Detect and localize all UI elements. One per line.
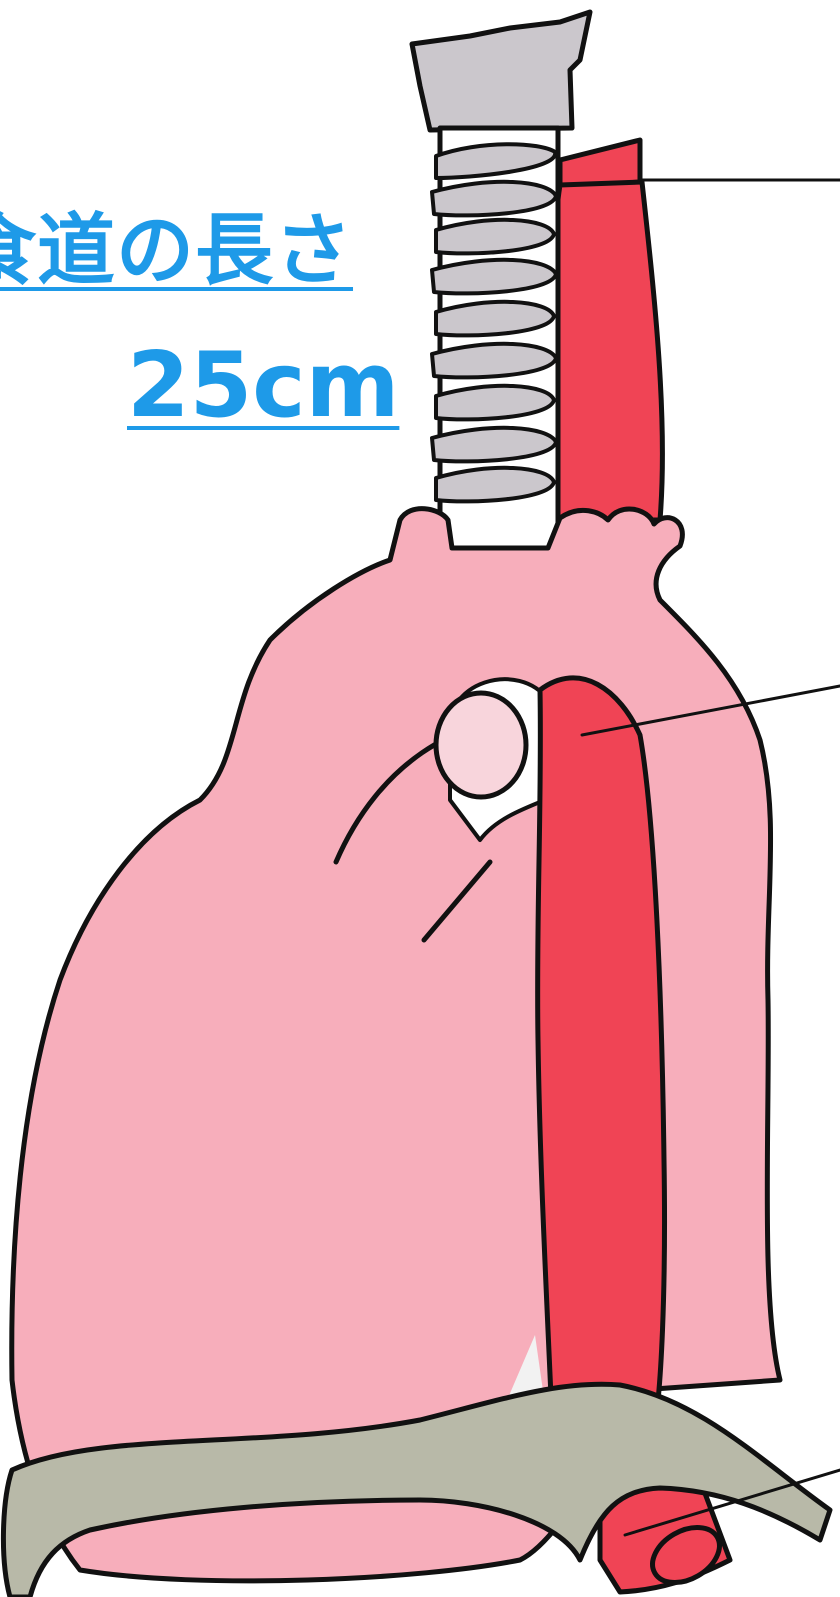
trachea-rings	[432, 144, 556, 501]
esophagus-icon	[538, 678, 665, 1444]
pulmonary-node-icon	[436, 693, 526, 797]
upper-esophagus-icon	[550, 140, 662, 520]
